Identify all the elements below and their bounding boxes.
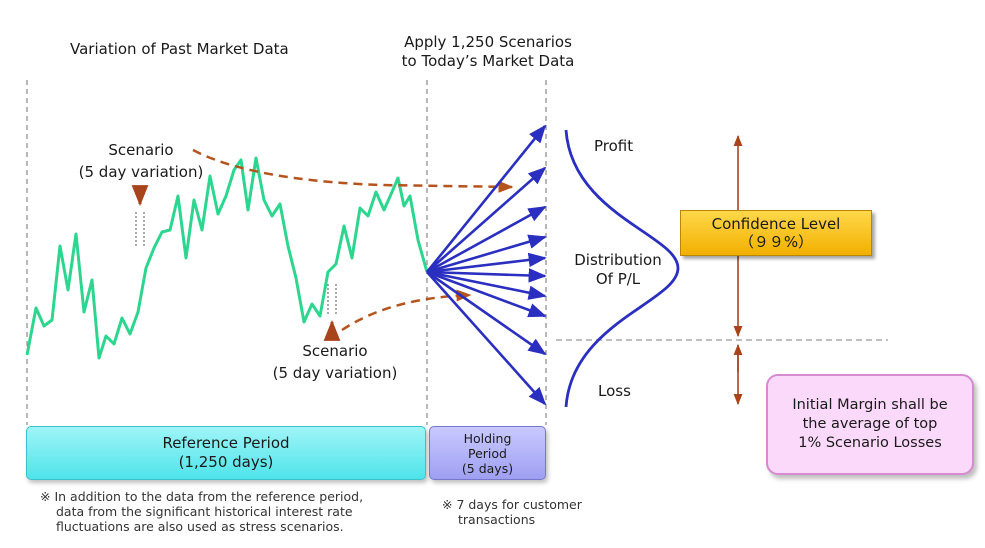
holding-footnote: ※ 7 days for customer transactions bbox=[442, 497, 582, 527]
market-data-line bbox=[25, 156, 429, 360]
holding-footnote-line1: ※ 7 days for customer bbox=[442, 497, 582, 512]
confidence-level-box: Confidence Level （９９%） bbox=[680, 210, 872, 256]
holding-footnote-line2: transactions bbox=[458, 512, 536, 527]
reference-footnote-line3: fluctuations are also used as stress sce… bbox=[56, 519, 344, 534]
lower-scenario-curve bbox=[341, 289, 472, 332]
confidence-level-line2: （９９%） bbox=[738, 233, 814, 251]
left-title: Variation of Past Market Data bbox=[70, 40, 289, 58]
upper-scenario-label-line1: Scenario bbox=[108, 141, 174, 159]
right-title: Apply 1,250 Scenarios to Today’s Market … bbox=[380, 33, 596, 71]
reference-period-line1: Reference Period bbox=[162, 434, 290, 452]
distribution-label-line2: Of P/L bbox=[595, 270, 641, 288]
holding-period-line3: (5 days) bbox=[461, 460, 514, 476]
loss-label: Loss bbox=[598, 382, 631, 400]
reference-period-line2: (1,250 days) bbox=[178, 453, 274, 471]
reference-footnote: ※ In addition to the data from the refer… bbox=[40, 489, 363, 534]
lower-scenario-label: Scenario (5 day variation) bbox=[256, 342, 414, 383]
scenario-fan bbox=[425, 124, 547, 406]
holding-period-line1: Holding bbox=[463, 430, 512, 446]
confidence-level-line1: Confidence Level bbox=[711, 215, 841, 233]
initial-margin-line2: the average of top bbox=[802, 416, 938, 432]
reference-footnote-line2: data from the significant historical int… bbox=[56, 504, 353, 519]
holding-period-bar: Holding Period (5 days) bbox=[429, 426, 546, 480]
reference-period-bar: Reference Period (1,250 days) bbox=[26, 426, 426, 480]
lower-scenario-label-line1: Scenario bbox=[302, 342, 368, 360]
lower-scenario-label-line2: (5 day variation) bbox=[272, 364, 398, 382]
reference-footnote-line1: ※ In addition to the data from the refer… bbox=[40, 489, 364, 504]
right-title-line1: Apply 1,250 Scenarios bbox=[404, 33, 572, 51]
initial-margin-box: Initial Margin shall be the average of t… bbox=[766, 374, 974, 475]
upper-scenario-label-line2: (5 day variation) bbox=[78, 163, 204, 181]
right-title-line2: to Today’s Market Data bbox=[401, 52, 575, 70]
pl-distribution-curve bbox=[564, 129, 680, 408]
upper-scenario-label: Scenario (5 day variation) bbox=[62, 141, 220, 182]
initial-margin-line3: 1% Scenario Losses bbox=[798, 435, 942, 451]
holding-period-line2: Period bbox=[468, 445, 507, 461]
distribution-label-line1: Distribution bbox=[574, 251, 662, 269]
distribution-label: Distribution Of P/L bbox=[558, 251, 678, 289]
upper-scenario-curve bbox=[192, 148, 514, 193]
profit-label: Profit bbox=[594, 137, 634, 155]
initial-margin-line1: Initial Margin shall be bbox=[792, 397, 948, 413]
